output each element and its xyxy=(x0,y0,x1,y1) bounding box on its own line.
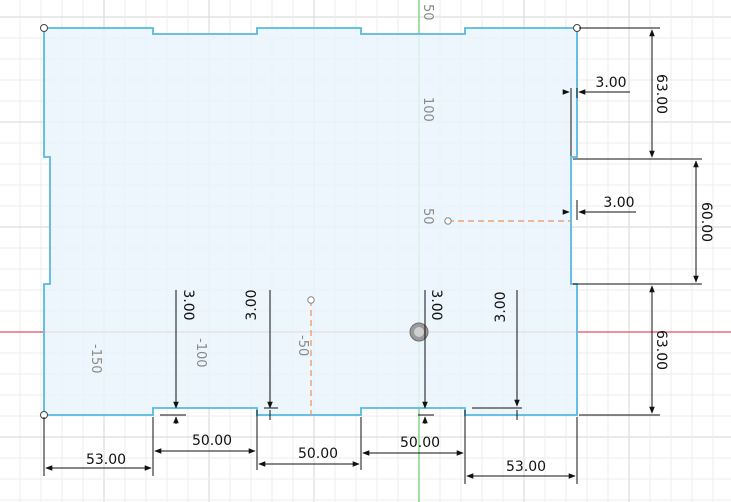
dim-bottom-50-b[interactable]: 50.00 xyxy=(256,417,362,470)
dim-notch-right-top[interactable]: 3.00 xyxy=(562,75,630,156)
svg-text:3.00: 3.00 xyxy=(180,289,196,320)
dim-bottom-53-left[interactable]: 53.00 xyxy=(43,417,154,476)
svg-text:3.00: 3.00 xyxy=(493,291,509,322)
sketch-profile[interactable] xyxy=(43,27,578,416)
dim-right-60[interactable]: 60.00 xyxy=(573,160,714,285)
dim-bottom-50-c[interactable]: 50.00 xyxy=(362,410,466,462)
axis-label-x-neg50: -50 xyxy=(295,335,310,356)
construction-lines xyxy=(307,217,571,415)
svg-text:50.00: 50.00 xyxy=(192,433,232,449)
svg-text:3.00: 3.00 xyxy=(603,195,634,211)
sketch-point-icon[interactable] xyxy=(40,24,48,32)
svg-text:53.00: 53.00 xyxy=(506,459,546,475)
svg-text:3.00: 3.00 xyxy=(595,75,626,91)
svg-text:63.00: 63.00 xyxy=(653,330,669,370)
dim-notch-bottom-d[interactable]: 3.00 xyxy=(472,290,522,420)
dim-right-63-bottom[interactable]: 63.00 xyxy=(579,285,669,416)
svg-text:50.00: 50.00 xyxy=(298,446,338,462)
axis-label-x-neg150: -150 xyxy=(88,344,103,374)
svg-text:60.00: 60.00 xyxy=(698,202,714,242)
axis-label-top-50: 50 xyxy=(420,4,435,21)
svg-text:50.00: 50.00 xyxy=(400,435,440,451)
svg-text:3.00: 3.00 xyxy=(244,289,260,320)
axis-label-x-neg100: -100 xyxy=(193,338,208,368)
sketch-point-icon[interactable] xyxy=(307,296,315,304)
dim-notch-bottom-b[interactable]: 3.00 xyxy=(244,289,278,420)
dim-bottom-50-a[interactable]: 50.00 xyxy=(154,410,258,456)
svg-text:3.00: 3.00 xyxy=(428,289,444,320)
axis-label-y-50: 50 xyxy=(420,208,435,225)
dim-bottom-53-right[interactable]: 53.00 xyxy=(464,417,578,484)
dim-right-63-top[interactable]: 63.00 xyxy=(573,27,702,160)
dim-notch-bottom-c[interactable]: 3.00 xyxy=(418,289,444,424)
svg-text:53.00: 53.00 xyxy=(86,452,126,468)
axis-label-y-100: 100 xyxy=(420,97,435,122)
dim-notch-bottom-a[interactable]: 3.00 xyxy=(160,289,196,424)
origin-icon[interactable] xyxy=(409,322,429,342)
sketch-point-icon[interactable] xyxy=(444,217,452,225)
svg-text:63.00: 63.00 xyxy=(653,74,669,114)
dim-notch-right-mid[interactable]: 3.00 xyxy=(562,195,636,220)
